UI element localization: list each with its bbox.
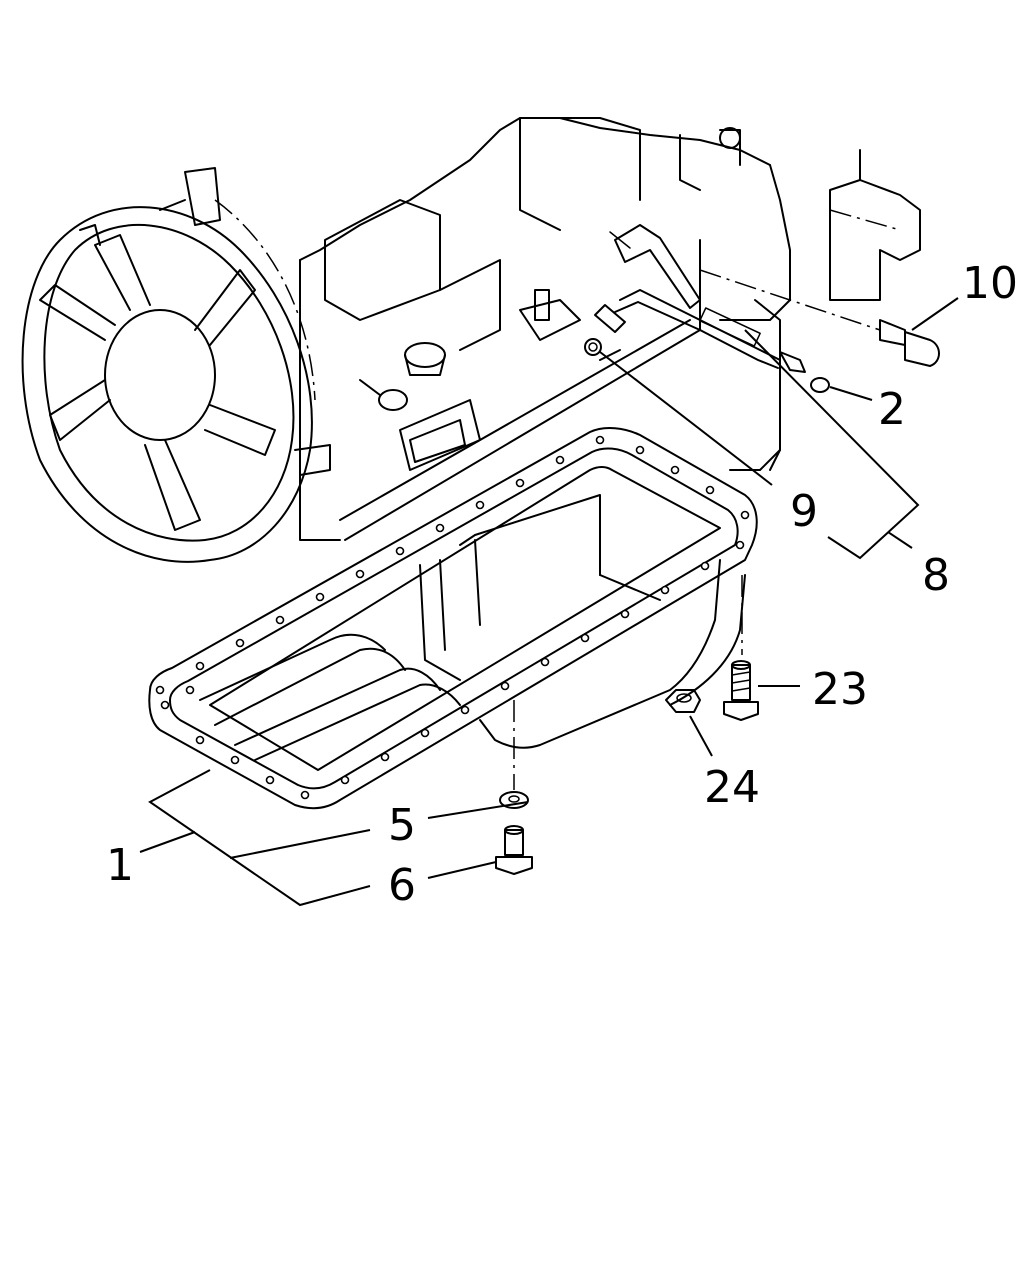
callout-23: 23 (812, 664, 868, 715)
leader-lines (139, 297, 959, 907)
callout-labels: 10 2 9 8 23 24 5 6 1 (106, 258, 1018, 911)
washer-5 (499, 791, 529, 809)
callout-10: 10 (962, 258, 1018, 309)
callout-2: 2 (878, 384, 906, 435)
callout-24: 24 (704, 762, 760, 813)
flange-bolt-holes (155, 435, 750, 800)
engine-block (159, 117, 921, 541)
callout-9: 9 (790, 486, 818, 537)
oil-pan (148, 427, 758, 810)
nut-24 (665, 689, 701, 713)
bolt-23 (723, 660, 759, 721)
callout-6: 6 (388, 860, 416, 911)
callout-8: 8 (922, 550, 950, 601)
callout-5: 5 (388, 800, 416, 851)
drain-plug-6 (495, 825, 533, 875)
callout-1: 1 (106, 840, 134, 891)
fan-assembly (21, 199, 331, 563)
